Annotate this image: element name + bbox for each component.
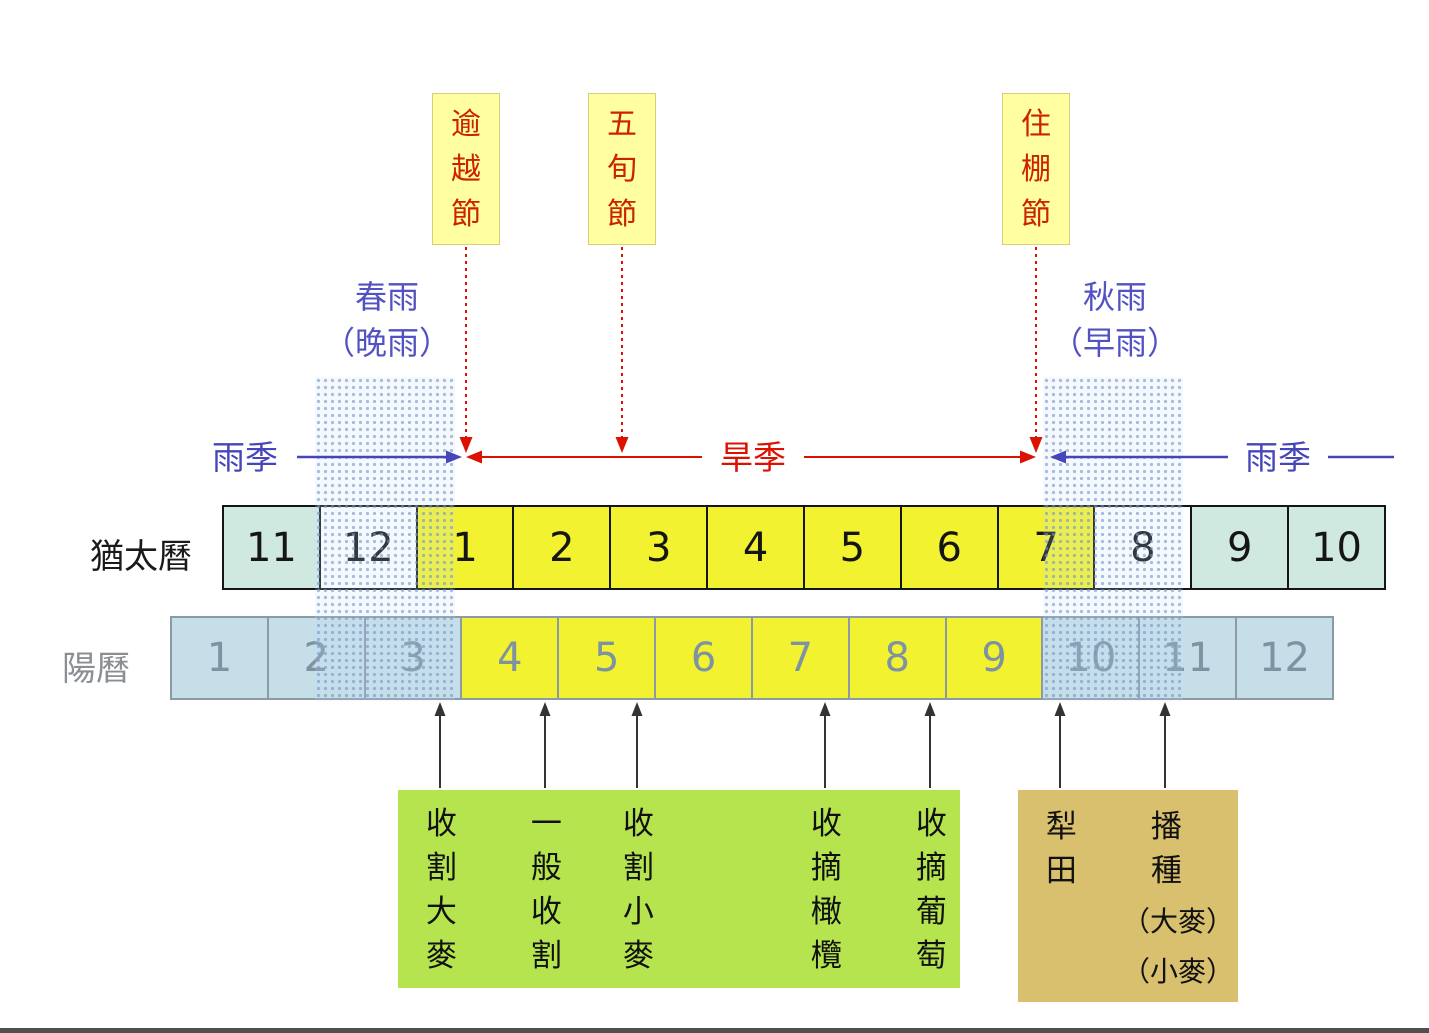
rainy-season-left-label: 雨季 <box>212 438 278 477</box>
plow-sow-box: 犁田 播種 （大麥） （小麥） <box>1018 790 1238 1002</box>
jewish-month-cell: 10 <box>1287 505 1386 590</box>
jewish-month-cell: 2 <box>512 505 612 590</box>
festival-label-pentecost: 五旬節 <box>607 106 637 232</box>
harvest-activity-label: 一般收割 <box>530 806 562 975</box>
festival-label-passover: 逾越節 <box>451 106 481 232</box>
jewish-month-cell: 5 <box>802 505 902 590</box>
jewish-calendar-label: 猶太曆 <box>90 537 192 577</box>
solar-month-cell: 5 <box>557 616 657 700</box>
spring-rain-band <box>315 377 455 701</box>
activity-arrows <box>434 702 1171 788</box>
solar-month-cell: 1 <box>170 616 269 700</box>
festival-box-pentecost: 五旬節 <box>588 93 656 245</box>
solar-month-cell: 6 <box>654 616 753 700</box>
plow-field-label: 犁田 <box>1045 809 1077 890</box>
sowing-note-wheat: （小麥） <box>1122 955 1235 988</box>
jewish-month-cell: 6 <box>899 505 999 590</box>
spring-rain-title: 春雨 <box>354 278 419 316</box>
harvest-activity-label: 收割大麥 <box>425 806 457 975</box>
jewish-month-cell: 11 <box>222 505 321 590</box>
harvest-activity-label: 收摘葡萄 <box>915 806 947 975</box>
festival-box-tabernacles: 住棚節 <box>1002 93 1070 245</box>
harvest-activity-label: 收摘橄欖 <box>810 806 842 975</box>
solar-month-cell: 12 <box>1235 616 1334 700</box>
bottom-edge-bar <box>0 1028 1429 1033</box>
solar-month-cell: 7 <box>750 616 850 700</box>
solar-calendar-label: 陽曆 <box>62 649 130 689</box>
jewish-month-cell: 3 <box>609 505 709 590</box>
solar-month-cell: 4 <box>460 616 560 700</box>
dry-season-label: 旱季 <box>702 438 804 478</box>
jewish-month-cell: 9 <box>1190 505 1290 590</box>
autumn-rain-subtitle: （早雨） <box>1050 324 1179 363</box>
rainy-season-right-label: 雨季 <box>1228 438 1328 478</box>
sowing-label: 播種 <box>1150 809 1182 890</box>
solar-month-cell: 9 <box>944 616 1044 700</box>
harvest-activities-box: 收割大麥 一般收割 收割小麥 收摘橄欖 收摘葡萄 <box>398 790 960 988</box>
harvest-activity-label: 收割小麥 <box>622 806 654 975</box>
solar-month-cell: 8 <box>847 616 947 700</box>
spring-rain-subtitle: （晚雨） <box>322 324 451 363</box>
festival-arrow-pentecost <box>615 247 629 453</box>
autumn-rain-title: 秋雨 <box>1082 278 1147 316</box>
festival-box-passover: 逾越節 <box>432 93 500 245</box>
autumn-rain-band <box>1043 377 1183 701</box>
spring-rain-label: 春雨 （晚雨） <box>312 274 462 367</box>
jewish-month-cell: 4 <box>706 505 805 590</box>
autumn-rain-label: 秋雨 （早雨） <box>1040 274 1190 367</box>
festival-label-tabernacles: 住棚節 <box>1021 106 1051 232</box>
sowing-note-barley: （大麥） <box>1122 905 1235 938</box>
